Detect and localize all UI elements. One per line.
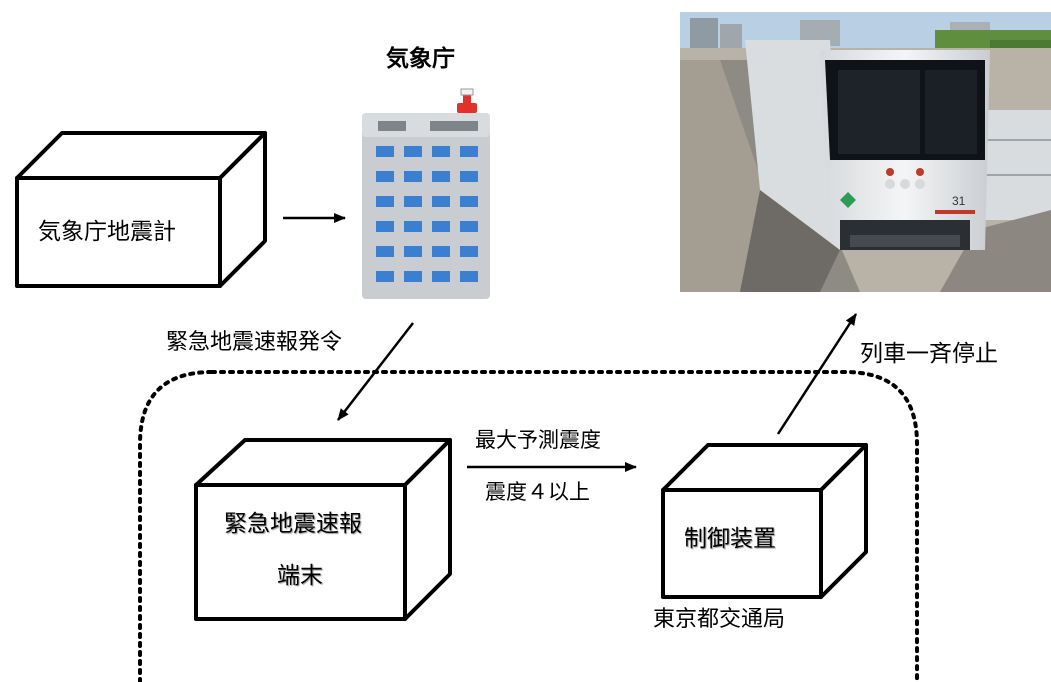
building-window [432, 271, 450, 282]
seismometer-label: 気象庁地震計 [38, 219, 176, 245]
building-window [376, 246, 394, 257]
building-window [404, 221, 422, 232]
building-window [404, 146, 422, 157]
seismometer-box [15, 131, 267, 288]
control-device-box [661, 443, 868, 599]
terminal-label-line2: 端末 [277, 563, 323, 589]
building-window [376, 171, 394, 182]
terminal-label-line1: 緊急地震速報 [224, 511, 362, 537]
building-window [460, 271, 478, 282]
building-window [376, 271, 394, 282]
arrow-controller-to-train [776, 313, 858, 435]
controller-label: 制御装置 [684, 526, 776, 552]
building-window [404, 271, 422, 282]
building-window [460, 171, 478, 182]
building-windows [376, 146, 478, 282]
train-stop-label: 列車一斉停止 [860, 341, 998, 367]
arrow-jma-to-terminal [337, 322, 414, 421]
eew-issued-label: 緊急地震速報発令 [166, 330, 343, 355]
building-window [432, 196, 450, 207]
building-window [460, 246, 478, 257]
building-window [460, 196, 478, 207]
building-window [432, 146, 450, 157]
system-boundary-dotted [138, 370, 919, 682]
building-window [404, 246, 422, 257]
office-building-icon [362, 88, 490, 299]
train-photo: 31 [680, 12, 1051, 292]
building-window [376, 196, 394, 207]
building-window [432, 171, 450, 182]
building-window [432, 246, 450, 257]
building-window [404, 171, 422, 182]
building-window [376, 146, 394, 157]
building-window [404, 196, 422, 207]
building-window [376, 221, 394, 232]
jma-title: 気象庁 [386, 46, 455, 72]
building-window [460, 221, 478, 232]
building-window [460, 146, 478, 157]
intensity-threshold-label: 震度４以上 [485, 480, 590, 504]
building-window [432, 221, 450, 232]
eew-terminal-box [194, 438, 452, 621]
controller-org-label: 東京都交通局 [653, 607, 786, 632]
max-intensity-label: 最大予測震度 [475, 428, 601, 452]
train-car-number: 31 [952, 194, 966, 208]
